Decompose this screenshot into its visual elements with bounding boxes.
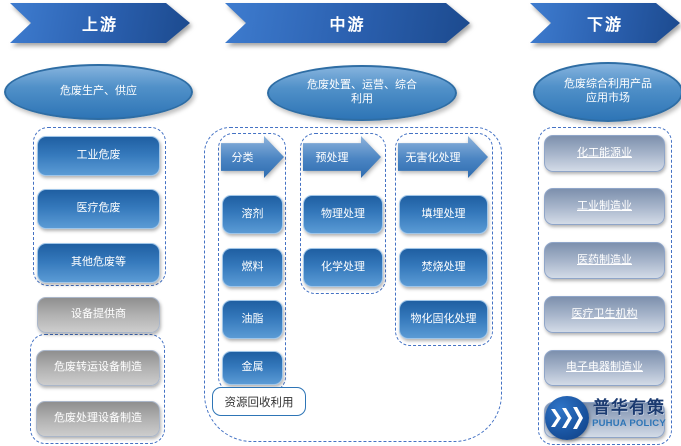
classification-header-arrow: 分类 bbox=[221, 136, 284, 178]
waste-type-label: 工业危废 bbox=[76, 149, 121, 162]
equipment-manufacturing-label: 危废转运设备制造 bbox=[54, 361, 142, 374]
classification-item-box: 金属 bbox=[222, 351, 283, 385]
classification-item-box: 油脂 bbox=[222, 300, 283, 339]
pretreatment-item-label: 物理处理 bbox=[321, 207, 365, 220]
equipment-manufacturing-label: 危废处理设备制造 bbox=[54, 412, 142, 425]
downstream-industry-box: 医药制造业 bbox=[544, 242, 665, 279]
upstream-equipment-group-outline bbox=[30, 334, 165, 444]
pretreatment-header-label: 预处理 bbox=[315, 152, 349, 164]
chevron-icon bbox=[573, 407, 583, 429]
classification-item-label: 油脂 bbox=[241, 312, 264, 325]
pretreatment-header-arrow: 预处理 bbox=[303, 136, 381, 178]
downstream-industry-box: 医疗卫生机构 bbox=[544, 296, 665, 333]
classification-arrow-shape: 分类 bbox=[221, 136, 284, 178]
harmless-treatment-item-box: 焚烧处理 bbox=[399, 248, 488, 287]
harmless-treatment-column-outline bbox=[395, 133, 493, 346]
upstream-waste-group-outline bbox=[33, 127, 166, 286]
upstream-summary-ellipse: 危废生产、供应 bbox=[4, 64, 193, 120]
downstream-industry-label: 医药制造业 bbox=[577, 253, 632, 266]
pretreatment-item-box: 物理处理 bbox=[303, 195, 383, 234]
harmless-treatment-item-label: 焚烧处理 bbox=[421, 260, 466, 273]
pretreatment-arrow-shape: 预处理 bbox=[303, 136, 381, 178]
downstream-banner-label: 下游 bbox=[586, 17, 623, 34]
equipment-manufacturing-box: 危废处理设备制造 bbox=[36, 401, 160, 437]
midstream-banner-label: 中游 bbox=[329, 17, 366, 34]
harmless-treatment-arrow-shape: 无害化处理 bbox=[398, 136, 488, 178]
downstream-industry-label: 工业制造业 bbox=[577, 199, 632, 212]
waste-type-box: 医疗危废 bbox=[37, 189, 160, 229]
midstream-summary-ellipse: 危废处置、运营、综合利用 bbox=[267, 65, 457, 121]
equipment-manufacturing-box: 危废转运设备制造 bbox=[36, 350, 160, 386]
harmless-treatment-item-label: 填埋处理 bbox=[421, 207, 466, 220]
classification-header-label: 分类 bbox=[231, 152, 254, 164]
harmless-treatment-item-label: 物化固化处理 bbox=[410, 312, 477, 325]
waste-type-box: 其他危废等 bbox=[37, 243, 160, 283]
waste-type-label: 其他危废等 bbox=[71, 256, 126, 269]
resource-recycling-label: 资源回收利用 bbox=[224, 396, 294, 409]
chevron-icon bbox=[562, 408, 572, 428]
equipment-provider-label: 设备提供商 bbox=[71, 308, 126, 321]
downstream-industry-label: 化工能源业 bbox=[577, 146, 632, 159]
downstream-industry-box: 工业制造业 bbox=[544, 188, 665, 225]
puhua-policy-logo-text: 普华有策 PUHUA POLICY bbox=[591, 398, 667, 429]
harmless-treatment-item-box: 物化固化处理 bbox=[399, 300, 488, 339]
classification-item-box: 溶剂 bbox=[222, 195, 283, 234]
downstream-banner: 下游 bbox=[530, 3, 680, 43]
upstream-banner-shape: 上游 bbox=[10, 3, 190, 43]
midstream-group-outline bbox=[204, 127, 502, 442]
classification-item-box: 燃料 bbox=[222, 248, 283, 287]
resource-recycling-label-box: 资源回收利用 bbox=[212, 387, 306, 416]
logo-chinese-name: 普华有策 bbox=[593, 398, 665, 417]
classification-item-label: 金属 bbox=[241, 361, 264, 374]
pretreatment-item-box: 化学处理 bbox=[303, 248, 383, 287]
downstream-industry-box: 电子电器制造业 bbox=[544, 350, 665, 386]
classification-item-label: 溶剂 bbox=[241, 207, 264, 220]
midstream-banner-shape: 中游 bbox=[225, 3, 470, 43]
waste-type-label: 医疗危废 bbox=[76, 202, 121, 215]
logo-english-name: PUHUA POLICY bbox=[592, 417, 666, 429]
downstream-summary-ellipse: 危废综合利用产品应用市场 bbox=[533, 62, 681, 122]
pretreatment-item-label: 化学处理 bbox=[321, 260, 365, 273]
downstream-industry-label: 电子电器制造业 bbox=[566, 361, 643, 374]
harmless-treatment-header-label: 无害化处理 bbox=[405, 152, 461, 164]
upstream-banner-label: 上游 bbox=[81, 17, 118, 34]
harmless-treatment-item-box: 填埋处理 bbox=[399, 195, 488, 234]
waste-type-box: 工业危废 bbox=[37, 136, 160, 176]
pretreatment-column-outline bbox=[300, 133, 386, 294]
downstream-banner-shape: 下游 bbox=[530, 3, 680, 43]
midstream-summary-label: 危废处置、运营、综合利用 bbox=[307, 79, 417, 105]
harmless-treatment-header-arrow: 无害化处理 bbox=[398, 136, 488, 178]
upstream-banner: 上游 bbox=[10, 3, 190, 43]
chevron-icon bbox=[551, 409, 561, 427]
downstream-industry-box: 化工能源业 bbox=[544, 135, 665, 172]
downstream-group-outline bbox=[538, 127, 672, 445]
downstream-industry-label: 医疗卫生机构 bbox=[571, 307, 638, 320]
puhua-policy-logo: 普华有策 PUHUA POLICY bbox=[545, 396, 667, 440]
upstream-summary-label: 危废生产、供应 bbox=[60, 85, 137, 98]
midstream-banner: 中游 bbox=[225, 3, 470, 43]
equipment-provider-box: 设备提供商 bbox=[37, 297, 160, 333]
downstream-summary-label: 危废综合利用产品应用市场 bbox=[564, 78, 652, 104]
puhua-policy-chevrons-icon bbox=[545, 396, 589, 440]
classification-item-label: 燃料 bbox=[241, 260, 264, 273]
